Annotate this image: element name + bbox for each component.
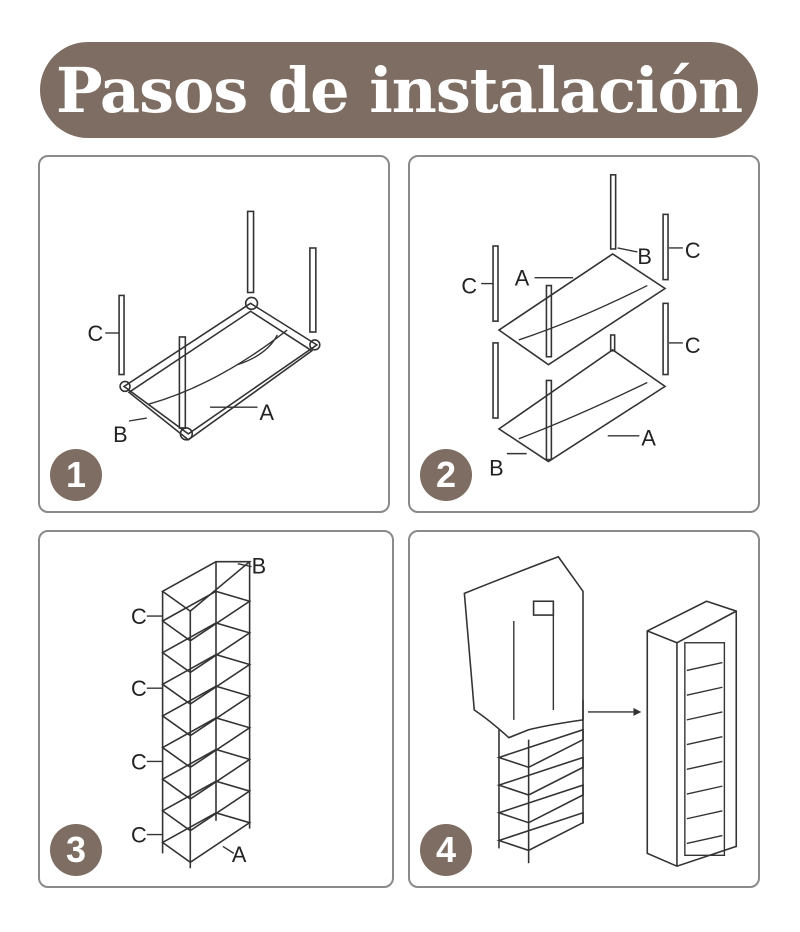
shelf-frame [122,302,319,435]
step-number-badge: 2 [420,449,472,501]
joint [119,380,131,393]
top-frame [161,560,252,613]
joint [244,296,259,311]
pole-c [662,213,669,281]
cabinet-shelves [686,661,723,845]
page-title: Pasos de instalación [55,53,743,127]
label-a: A [641,426,656,451]
joint [179,427,194,441]
step-number-badge: 3 [50,824,102,876]
pole-c [309,247,317,333]
shelf-fabric-fold [148,329,288,405]
pole-c [545,284,553,358]
step-4-panel: 4 [408,530,760,888]
step-2-diagram: C C C B A A B [461,174,701,480]
label-c: C [461,273,477,298]
step-3-diagram: C C C C B A [131,554,267,869]
shelf-frame-inner [127,310,314,441]
pole-c [662,302,669,376]
label-c: C [131,822,147,847]
step-4-diagram [463,555,738,868]
step-number-badge: 4 [420,824,472,876]
label-a: A [232,842,247,867]
label-b: B [113,422,128,447]
joint [309,339,321,351]
label-c: C [131,676,147,701]
pole-c [178,336,187,429]
step-1-diagram: C B A [87,210,321,447]
pole-c [492,342,499,419]
pole-c [545,379,553,461]
label-c: C [685,238,701,263]
finished-cabinet [646,600,738,868]
step-3-panel: C C C C B A 3 [38,530,394,888]
lower-shelf-frame [497,348,667,463]
pole-c [609,174,617,250]
label-b: B [637,244,652,269]
pole-c [246,210,255,294]
cabinet-window [684,642,726,857]
upper-shelf-frame [497,252,667,366]
fabric-cover [463,555,584,739]
cover-handle [532,600,555,616]
step-number-badge: 1 [50,449,102,501]
label-c: C [131,749,147,774]
label-b: B [489,455,504,480]
pole-c [492,245,499,322]
label-a: A [259,400,274,425]
label-a: A [515,266,530,291]
title-banner: Pasos de instalación [40,42,758,138]
step-2-panel: C C C B A A B 2 [408,155,760,513]
label-b: B [252,554,267,579]
arrow-head [633,708,642,716]
shelf-fabric-fold-2 [237,334,278,366]
pole-c [118,294,125,376]
label-c: C [685,333,701,358]
tower-shelves [161,590,252,864]
label-c: C [131,604,147,629]
step-1-panel: C B A 1 [38,155,390,513]
label-c: C [87,321,103,346]
